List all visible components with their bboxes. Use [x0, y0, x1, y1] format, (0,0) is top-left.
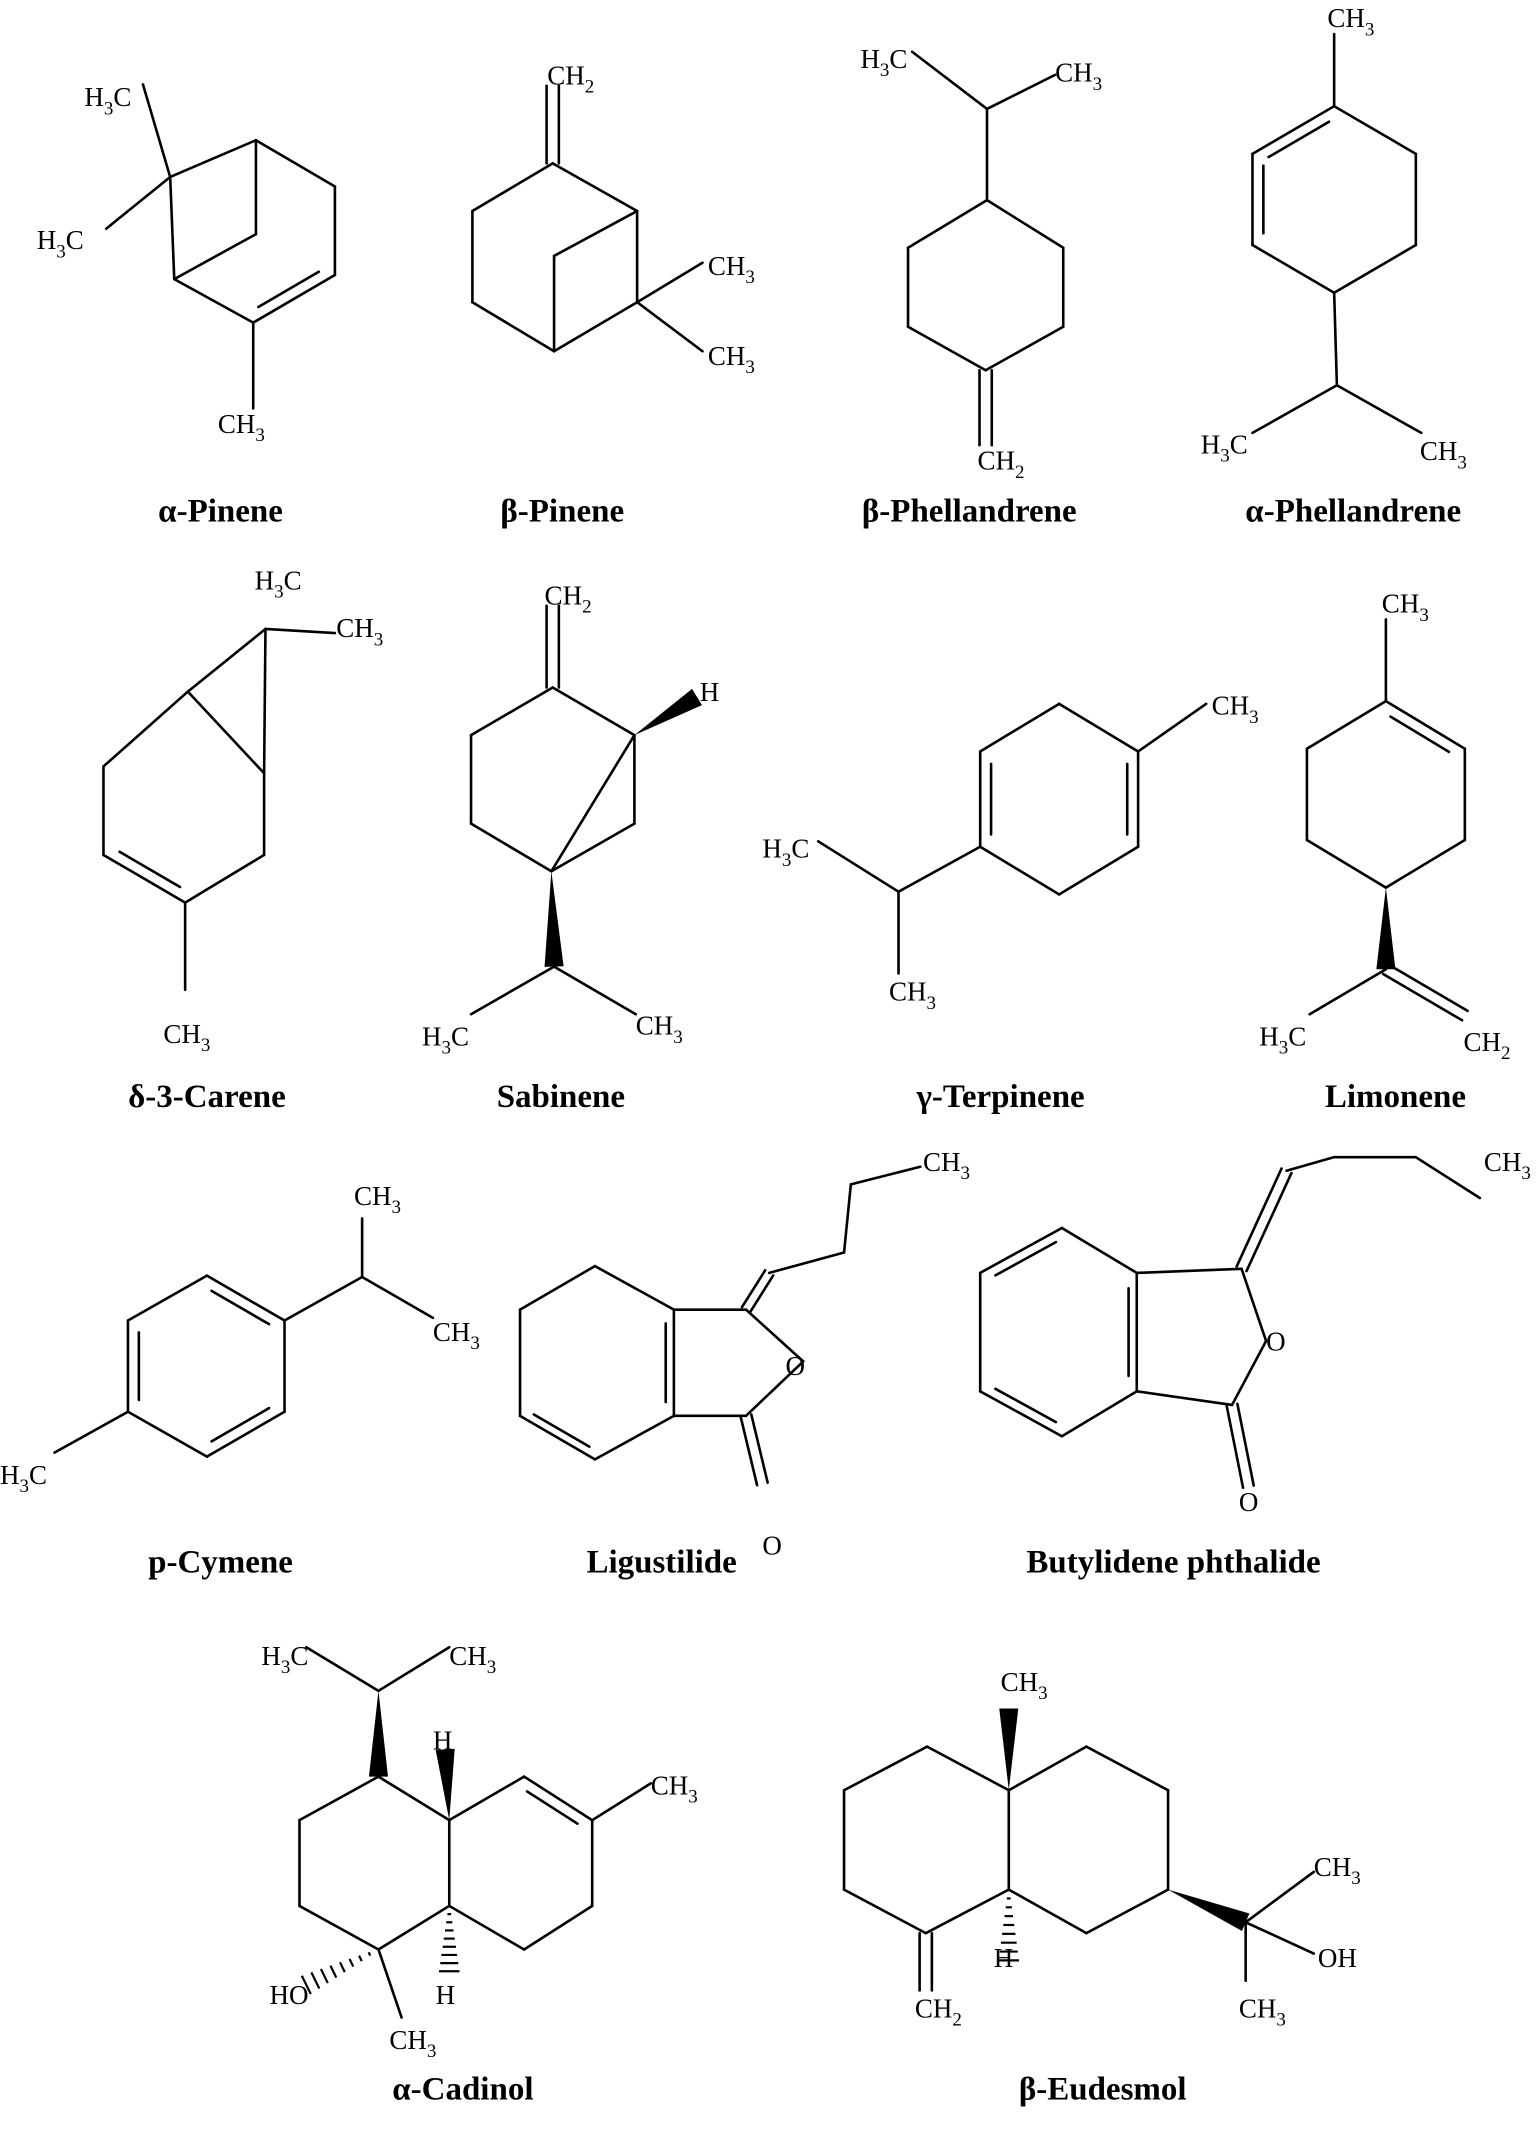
structure-d3-carene — [102, 627, 337, 992]
atom-label: CH3 — [923, 1147, 970, 1184]
structure-limonene — [1305, 618, 1469, 1022]
atom-label: CH3 — [651, 1770, 698, 1807]
atom-label: H3C — [422, 1022, 469, 1059]
compound-name-a-pinene: α-Pinene — [158, 493, 283, 529]
atom-label: H3C — [37, 225, 84, 262]
atom-label: CH3 — [1239, 1994, 1286, 2031]
structure-b-pinene — [471, 84, 704, 353]
atom-label: H3C — [0, 1460, 47, 1497]
atom-label: CH2 — [1463, 1027, 1510, 1064]
structure-p-cymene — [53, 1217, 435, 1458]
atom-label: HO — [270, 1980, 309, 2010]
compound-name-b-eudesmol: β-Eudesmol — [1019, 2071, 1187, 2107]
atom-label: O — [762, 1531, 782, 1561]
compound-names: α-Pinene β-Pinene β-Phellandrene α-Phelland… — [128, 493, 1466, 2107]
atom-label: CH3 — [1212, 691, 1259, 728]
atom-label: CH2 — [547, 60, 594, 97]
structure-b-eudesmol — [842, 1708, 1316, 1992]
compound-name-g-terpinene: γ-Terpinene — [915, 1079, 1084, 1115]
compound-name-ligustilide: Ligustilide — [586, 1544, 736, 1580]
atom-label: CH3 — [389, 2025, 436, 2062]
compound-name-p-cymene: p-Cymene — [148, 1544, 293, 1580]
atom-label: CH3 — [354, 1181, 401, 1218]
atom-label: O — [1266, 1326, 1286, 1356]
atom-label: CH3 — [1001, 1667, 1048, 1704]
atom-label: O — [1239, 1487, 1259, 1517]
bond-lines — [53, 32, 1482, 2019]
atom-label: CH3 — [163, 1019, 210, 1056]
atom-label: CH3 — [449, 1641, 496, 1678]
atom-label: CH2 — [977, 446, 1024, 483]
atom-label: H — [436, 1980, 456, 2010]
structure-g-terpinene — [816, 702, 1208, 975]
atom-label: H3C — [860, 44, 907, 81]
atom-label: OH — [1318, 1943, 1357, 1973]
atom-label: CH3 — [1420, 436, 1467, 473]
structure-butylidene-phthalide — [978, 1155, 1482, 1489]
structure-a-pinene — [104, 83, 337, 410]
structure-b-phellandrene — [906, 50, 1065, 447]
atom-label: CH3 — [336, 613, 383, 650]
atom-label: CH3 — [1314, 1852, 1361, 1889]
atom-label: H3C — [1201, 429, 1248, 466]
atom-label: CH3 — [1327, 3, 1374, 40]
atom-label: H3C — [1259, 1022, 1306, 1059]
compound-name-a-cadinol: α-Cadinol — [392, 2071, 533, 2107]
atom-label: H — [700, 677, 720, 707]
atom-label: CH3 — [1484, 1147, 1531, 1184]
atom-label: CH3 — [218, 409, 265, 446]
atom-label: CH3 — [889, 977, 936, 1014]
structure-ligustilide — [518, 1165, 922, 1487]
compound-name-sabinene: Sabinene — [497, 1079, 625, 1115]
compound-name-d3-carene: δ-3-Carene — [128, 1079, 286, 1115]
atom-label: H — [433, 1725, 453, 1755]
atom-label: CH3 — [1055, 58, 1102, 95]
labels-a-pinene: H3C H3C CH3 — [37, 82, 265, 446]
atom-label: CH3 — [1382, 589, 1429, 626]
atom-label: H3C — [762, 834, 809, 871]
structure-sabinene — [469, 604, 702, 1016]
atom-label: CH2 — [545, 580, 592, 617]
atom-label: CH3 — [708, 341, 755, 378]
atom-label: H — [994, 1943, 1014, 1973]
structure-a-cadinol — [298, 1645, 653, 2019]
compound-name-limonene: Limonene — [1325, 1079, 1466, 1115]
structure-a-phellandrene — [1251, 32, 1423, 435]
compound-name-a-phellandrene: α-Phellandrene — [1245, 493, 1461, 529]
atom-label: CH3 — [636, 1011, 683, 1048]
atom-label: CH3 — [433, 1317, 480, 1354]
atom-label: O — [786, 1351, 806, 1381]
atom-label: CH3 — [708, 251, 755, 288]
atom-label: CH2 — [915, 1994, 962, 2031]
atom-label: H3C — [255, 565, 302, 602]
atom-label: H3C — [84, 82, 131, 119]
compound-name-butylidene-phthalide: Butylidene phthalide — [1026, 1544, 1320, 1580]
compound-name-b-pinene: β-Pinene — [500, 493, 624, 529]
compound-name-b-phellandrene: β-Phellandrene — [862, 493, 1077, 529]
atom-label: H3C — [261, 1641, 308, 1678]
